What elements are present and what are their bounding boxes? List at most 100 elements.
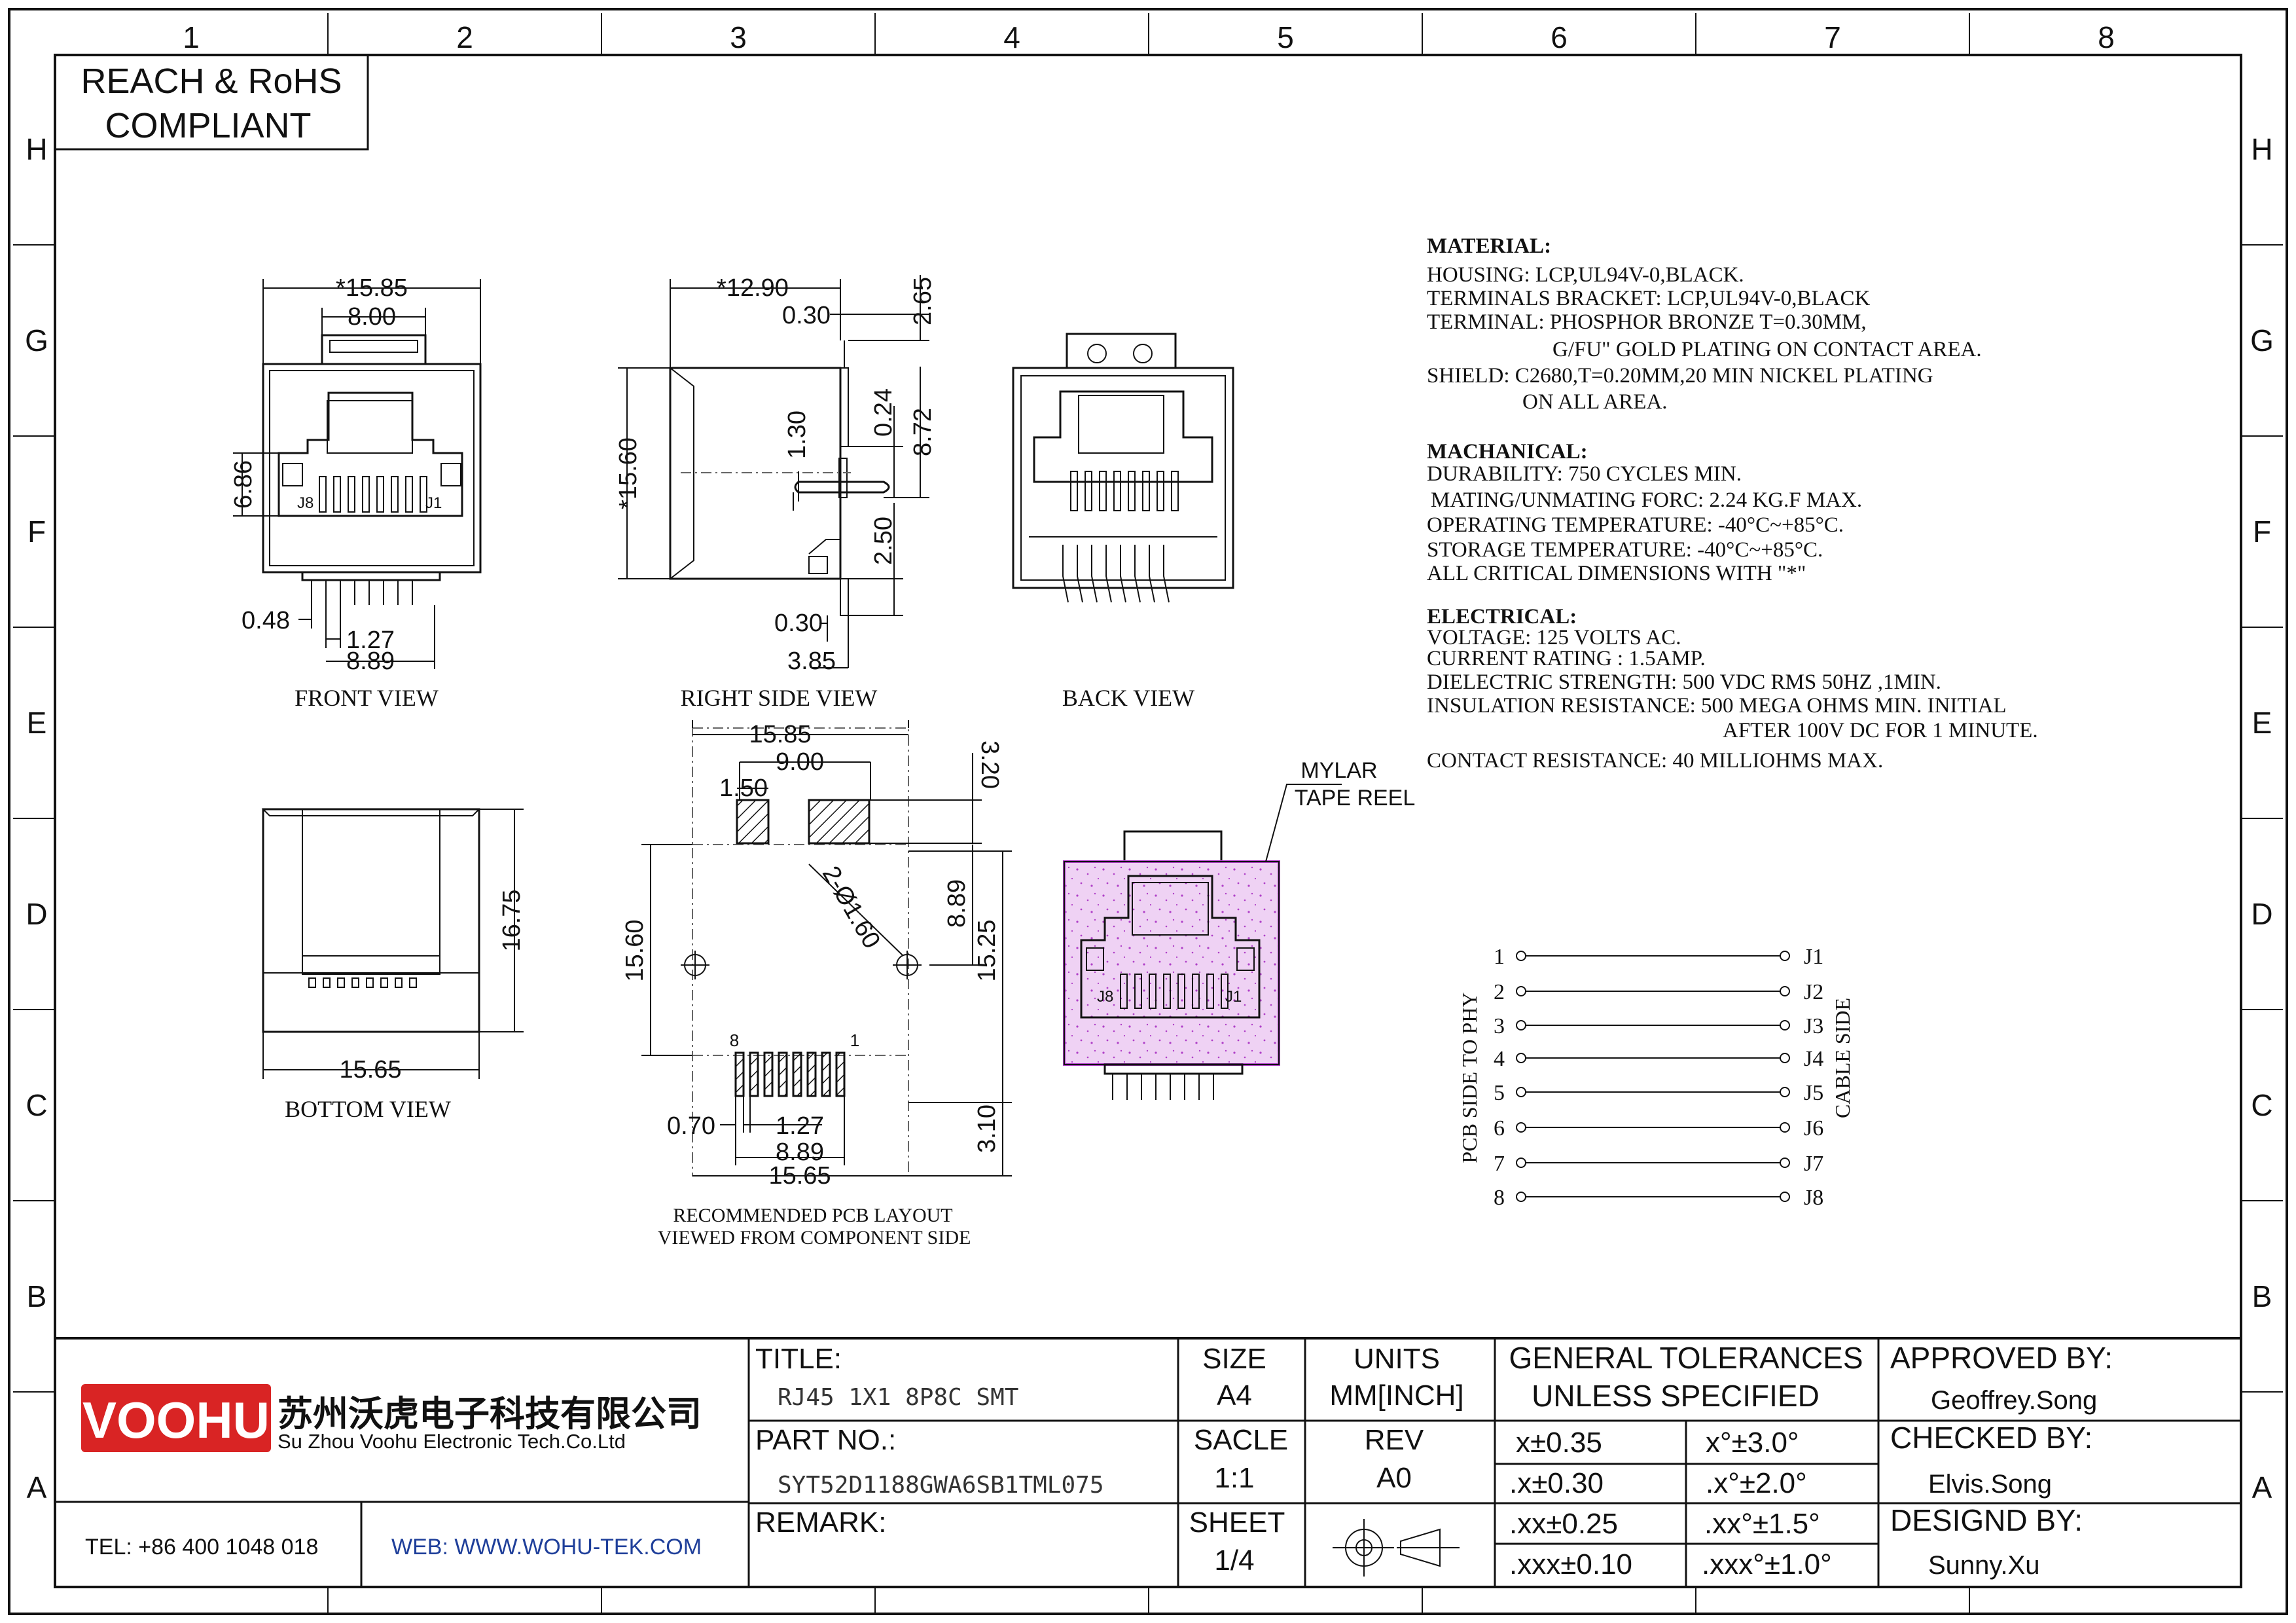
reel-pin-label-j1: J1: [1225, 988, 1242, 1006]
tel-text: TEL: +86 400 1048 018: [85, 1535, 318, 1559]
wiring-left-pin: 1: [1494, 945, 1505, 969]
row-label: E: [27, 706, 47, 740]
dim-right-d8: 3.85: [787, 647, 836, 675]
mechanical-line: OPERATING TEMPERATURE: -40°C~+85°C.: [1427, 513, 1844, 537]
dim-pcb-b2: 3.10: [973, 1104, 1001, 1153]
dim-front-pitch: 1.27: [346, 627, 395, 654]
dim-front-span: 8.89: [346, 647, 395, 675]
wiring-right-pin: J1: [1804, 945, 1823, 969]
dim-right-depth: *12.90: [717, 274, 789, 302]
wiring-left-pin: 2: [1494, 980, 1505, 1004]
tape-reel-view: J8 J1 MYLAR TAPE REEL: [1063, 758, 1415, 1100]
wiring-left-label: PCB SIDE TO PHY: [1458, 992, 1481, 1163]
sheet-value: 1/4: [1214, 1544, 1254, 1577]
compliance-line2: COMPLIANT: [105, 106, 311, 145]
title-value: RJ45 1X1 8P8C SMT: [778, 1384, 1018, 1411]
mechanical-line: STORAGE TEMPERATURE: -40°C~+85°C.: [1427, 538, 1823, 562]
row-label: F: [27, 515, 46, 549]
checked-value: Elvis.Song: [1928, 1470, 2052, 1499]
mechanical-line: MATING/UNMATING FORC: 2.24 KG.F MAX.: [1431, 488, 1862, 512]
front-view-label: FRONT VIEW: [295, 685, 439, 711]
col-label: 2: [456, 20, 473, 54]
pcb-pin-last: 1: [850, 1030, 859, 1050]
material-line: ON ALL AREA.: [1522, 390, 1668, 414]
tol-title-2: UNLESS SPECIFIED: [1532, 1379, 1820, 1413]
dim-pcb-hole: 2-Ø1.60: [817, 862, 886, 953]
design-value: Sunny.Xu: [1928, 1551, 2040, 1580]
units-label: UNITS: [1354, 1343, 1440, 1375]
row-label: D: [2251, 897, 2272, 931]
dim-front-inner: 8.00: [348, 303, 396, 331]
dim-pcb-top: 3.20: [976, 740, 1003, 789]
mechanical-line: ALL CRITICAL DIMENSIONS WITH "*": [1427, 562, 1806, 585]
row-label: H: [26, 132, 47, 166]
dim-pcb-width: 15.85: [749, 721, 811, 748]
row-label: A: [2252, 1470, 2272, 1504]
electrical-line: CONTACT RESISTANCE: 40 MILLIOHMS MAX.: [1427, 749, 1883, 773]
tol-linear: .xxx±0.10: [1509, 1548, 1632, 1580]
back-view-label: BACK VIEW: [1062, 685, 1194, 711]
pcb-layout-view: 8 1 15.85 9.00 1.50: [621, 720, 1012, 1249]
dim-right-d5: 8.72: [909, 408, 937, 456]
design-label: DESIGND BY:: [1890, 1503, 2083, 1537]
dim-pcb-h2: 15.25: [973, 919, 1001, 981]
third-angle-projection-icon: [1333, 1519, 1460, 1577]
electrical-title: ELECTRICAL:: [1427, 605, 1577, 629]
tol-title-1: GENERAL TOLERANCES: [1509, 1341, 1863, 1375]
dim-bottom-width: 15.65: [339, 1056, 401, 1084]
compliance-line1: REACH & RoHS: [81, 62, 342, 101]
part-label: PART NO.:: [755, 1424, 896, 1456]
bottom-view: 16.75 15.65 BOTTOM VIEW: [261, 808, 526, 1122]
tol-angular: .x°±2.0°: [1706, 1467, 1807, 1499]
tol-linear: .xx±0.25: [1509, 1508, 1618, 1540]
pcb-view-label-2: VIEWED FROM COMPONENT SIDE: [658, 1227, 971, 1249]
reel-pin-label-j8: J8: [1097, 988, 1113, 1006]
front-view: J8 J1 *15.85 8.00 6.86 0.48 1.27 8.89 FR: [230, 274, 482, 711]
material-line: TERMINALS BRACKET: LCP,UL94V-0,BLACK: [1427, 287, 1871, 310]
wiring-left-pin: 5: [1494, 1081, 1505, 1105]
right-view-label: RIGHT SIDE VIEW: [681, 685, 878, 711]
size-value: A4: [1217, 1379, 1252, 1412]
mechanical-line: DURABILITY: 750 CYCLES MIN.: [1427, 462, 1742, 486]
approved-value: Geoffrey.Song: [1931, 1386, 2097, 1415]
col-label: 8: [2098, 20, 2115, 54]
col-label: 3: [730, 20, 747, 54]
front-pin-label-j8: J8: [297, 494, 314, 512]
material-line: TERMINAL: PHOSPHOR BRONZE T=0.30MM,: [1427, 310, 1867, 334]
size-label: SIZE: [1202, 1343, 1266, 1375]
wiring-left-pin: 6: [1494, 1116, 1505, 1140]
dim-pcb-span: 8.89: [776, 1139, 824, 1166]
wiring-right-pin: J5: [1804, 1081, 1823, 1105]
scale-value: 1:1: [1214, 1462, 1254, 1494]
material-title: MATERIAL:: [1427, 234, 1551, 258]
row-label: E: [2252, 706, 2272, 740]
row-label: C: [2251, 1088, 2272, 1122]
voohu-logo: VOOHU 苏州沃虎电子科技有限公司 Su Zhou Voohu Electro…: [81, 1384, 702, 1453]
dim-front-offset: 0.48: [242, 607, 290, 634]
col-label: 1: [183, 20, 200, 54]
dim-right-d1: 0.30: [782, 302, 831, 329]
dim-pcb-pad: 1.50: [719, 775, 768, 802]
wiring-right-pin: J4: [1804, 1047, 1823, 1071]
electrical-line: AFTER 100V DC FOR 1 MINUTE.: [1723, 719, 2038, 742]
wiring-left-pin: 4: [1494, 1047, 1505, 1071]
dim-pcb-bottom: 15.65: [768, 1162, 831, 1190]
dim-front-width: *15.85: [336, 274, 408, 302]
material-line: G/FU" GOLD PLATING ON CONTACT AREA.: [1552, 338, 1982, 361]
row-label: A: [27, 1470, 47, 1504]
row-label: B: [27, 1279, 47, 1313]
col-label: 7: [1824, 20, 1841, 54]
part-value: SYT52D1188GWA6SB1TML075: [778, 1472, 1104, 1499]
wiring-right-pin: J7: [1804, 1152, 1823, 1176]
dim-bottom-height: 16.75: [498, 889, 526, 951]
dim-pcb-height: 15.60: [621, 919, 649, 981]
col-label: 4: [1003, 20, 1020, 54]
bottom-view-label: BOTTOM VIEW: [285, 1096, 451, 1122]
wiring-right-label: CABLE SIDE: [1831, 998, 1854, 1118]
reel-label-1: MYLAR: [1300, 758, 1377, 783]
dim-right-d3: 1.30: [783, 410, 811, 459]
web-link[interactable]: WEB: WWW.WOHU-TEK.COM: [391, 1535, 702, 1559]
title-label: TITLE:: [755, 1343, 842, 1375]
row-label: C: [26, 1088, 47, 1122]
tol-angular: .xxx°±1.0°: [1702, 1548, 1832, 1580]
